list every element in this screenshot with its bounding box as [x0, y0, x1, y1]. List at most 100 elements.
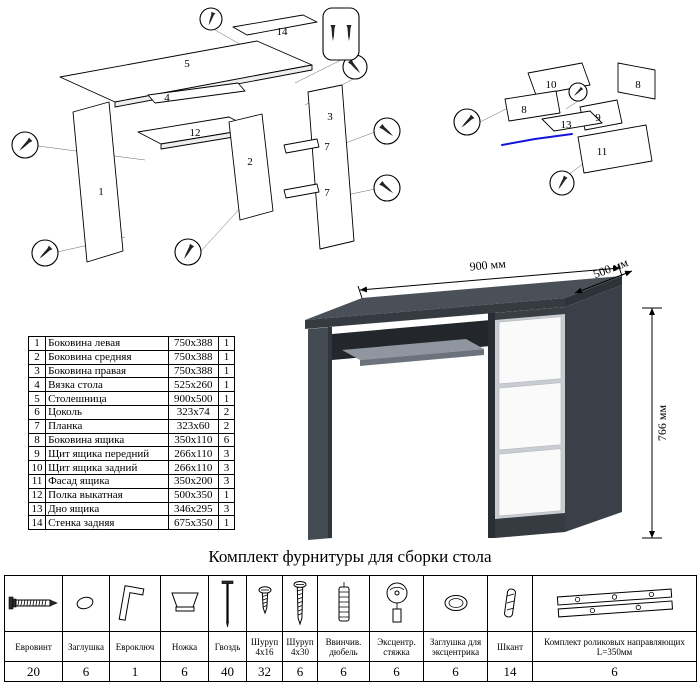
part-right-side — [307, 84, 355, 250]
hardware-kit-title: Комплект фурнитуры для сборки стола — [208, 547, 492, 566]
wooden-dowel-icon — [504, 588, 516, 617]
drawer-unit-inner-edge — [488, 313, 495, 538]
hardware-names-row: Евровинт Заглушка Евроключ Ножка Гвоздь … — [4, 631, 697, 662]
hardware-name: Шуруп 4x16 — [246, 631, 283, 662]
parts-table-row: 5 Столешница 900x500 1 — [27, 391, 236, 406]
part-name: Боковина правая — [45, 363, 169, 379]
part-quantity: 3 — [217, 501, 236, 517]
desk-left-leg — [308, 327, 332, 540]
parts-table-row: 4 Вязка стола 525x260 1 — [27, 377, 236, 393]
part-quantity: 1 — [217, 349, 236, 365]
part-outlines — [59, 14, 355, 263]
parts-table-row: 12 Полка выкатная 500x350 1 — [27, 487, 236, 503]
parts-table-row: 7 Планка 323x60 2 — [27, 418, 236, 434]
part-name: Щит ящика передний — [45, 446, 169, 462]
hardware-name: Эксцентр. стяжка — [369, 631, 424, 662]
hardware-icons-row — [4, 575, 697, 632]
part-number-labels: 14 5 4 12 2 1 3 7 7 — [98, 26, 333, 199]
drawer-unit-top-strip — [495, 307, 565, 320]
part-quantity: 6 — [217, 432, 236, 448]
part-dimensions: 350x110 — [167, 432, 219, 448]
hardware-name: Евроключ — [109, 631, 161, 662]
part-dimensions: 346x295 — [167, 501, 219, 517]
part-quantity: 3 — [217, 473, 236, 489]
part-label-7a: 7 — [324, 141, 330, 153]
hardware-qty: 1 — [109, 661, 161, 682]
hardware-name: Шкант — [487, 631, 533, 662]
threaded-dowel-icon — [338, 581, 349, 621]
part-quantity: 1 — [217, 363, 236, 379]
part-label-2: 2 — [247, 156, 253, 168]
hex-key-icon — [118, 584, 145, 621]
drawer-unit-right-side — [565, 285, 622, 532]
fastener-callouts — [453, 82, 588, 196]
part-dimensions: 525x260 — [167, 377, 219, 393]
part-number: 4 — [27, 377, 47, 393]
parts-table-row: 13 Дно ящика 346x295 3 — [27, 501, 236, 517]
part-quantity: 3 — [217, 446, 236, 462]
part-name: Полка выкатная — [45, 487, 169, 503]
part-name: Щит ящика задний — [45, 460, 169, 475]
parts-table-row: 6 Цоколь 323x74 2 — [27, 404, 236, 420]
part-drawer-side-left — [504, 90, 561, 122]
nail-icon — [221, 580, 233, 627]
hardware-name: Гвоздь — [208, 631, 247, 662]
hardware-qty: 6 — [369, 661, 424, 682]
part-dimensions: 750x388 — [167, 336, 219, 351]
part-name: Фасад ящика — [45, 473, 169, 489]
part-name: Цоколь — [45, 404, 169, 420]
cam-cap-icon — [444, 594, 467, 611]
hardware-qty: 6 — [282, 661, 318, 682]
part-name: Планка — [45, 418, 169, 434]
part-quantity: 2 — [217, 404, 236, 420]
parts-table-row: 8 Боковина ящика 350x110 6 — [27, 432, 236, 448]
hardware-name: Ножка — [160, 631, 209, 662]
hardware-name: Комплект роликовых направляющих L=350мм — [532, 631, 697, 662]
part-label-12: 12 — [190, 127, 201, 139]
part-quantity: 1 — [217, 336, 236, 351]
part-name: Стенка задняя — [45, 515, 169, 531]
assembly-axis-lines — [479, 100, 585, 176]
part-number: 13 — [27, 501, 47, 517]
part-quantity: 1 — [217, 515, 236, 531]
part-label-14: 14 — [277, 26, 289, 38]
part-quantity: 1 — [217, 487, 236, 503]
drawer-front-3 — [498, 448, 562, 517]
desk-left-leg-edge — [328, 327, 332, 538]
part-dimensions: 900x500 — [167, 391, 219, 406]
part-dimensions: 323x74 — [167, 404, 219, 420]
part-number: 14 — [27, 515, 47, 531]
drawer-front-1 — [498, 316, 562, 385]
drawer-front-2 — [498, 382, 562, 451]
parts-table-row: 14 Стенка задняя 675x350 1 — [27, 515, 236, 531]
hardware-qty: 6 — [160, 661, 209, 682]
part-middle-side — [228, 113, 274, 221]
part-dimensions: 500x350 — [167, 487, 219, 503]
exploded-view-desk: 14 5 4 12 2 1 3 7 7 — [11, 7, 401, 267]
parts-table-row: 10 Щит ящика задний 266x110 3 — [27, 460, 236, 475]
screw-long-icon — [293, 580, 307, 626]
keyboard-tray-top — [342, 339, 484, 360]
part-dimensions: 266x110 — [167, 446, 219, 462]
hardware-name: Ввинчив. дюбель — [317, 631, 370, 662]
part-label-5: 5 — [184, 58, 190, 70]
part-label-9: 9 — [595, 112, 601, 124]
hardware-qty: 6 — [317, 661, 370, 682]
fastener-detail-box — [322, 7, 360, 61]
part-drawer-front — [577, 124, 653, 174]
desk-top-front-edge — [305, 298, 565, 329]
part-label-8a: 8 — [635, 79, 641, 91]
part-label-1: 1 — [98, 186, 104, 198]
drawer-unit-base — [495, 513, 565, 538]
part-label-7b: 7 — [324, 187, 330, 199]
hardware-qty: 6 — [532, 661, 697, 682]
part-label-11: 11 — [597, 146, 608, 158]
parts-table-row: 9 Щит ящика передний 266x110 3 — [27, 446, 236, 462]
parts-table-row: 1 Боковина левая 750x388 1 — [27, 336, 236, 351]
part-number: 3 — [27, 363, 47, 379]
part-number: 2 — [27, 349, 47, 365]
part-label-13: 13 — [561, 119, 573, 131]
part-outlines — [504, 62, 656, 174]
foot-icon — [170, 592, 199, 611]
part-dimensions: 323x60 — [167, 418, 219, 434]
